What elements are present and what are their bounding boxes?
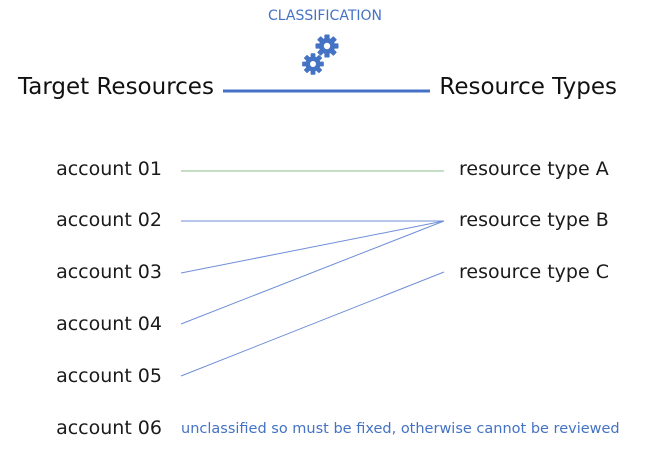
account-label: account 03 [56,261,162,283]
unclassified-note: unclassified so must be fixed, otherwise… [181,421,620,437]
mapping-line [180,220,445,325]
target-resources-heading: Target Resources [18,74,214,100]
account-label: account 02 [56,209,162,231]
account-label: account 01 [56,158,162,180]
account-label: account 06 [56,417,162,439]
mapping-line [180,220,445,274]
resource-type-label: resource type B [459,209,609,231]
classification-label: CLASSIFICATION [268,8,382,24]
resource-types-heading: Resource Types [439,74,617,100]
account-label: account 05 [56,365,162,387]
account-label: account 04 [56,313,162,335]
resource-type-label: resource type C [459,261,609,283]
resource-type-label: resource type A [459,158,609,180]
gears-icon [302,34,339,75]
mapping-line [180,271,445,377]
